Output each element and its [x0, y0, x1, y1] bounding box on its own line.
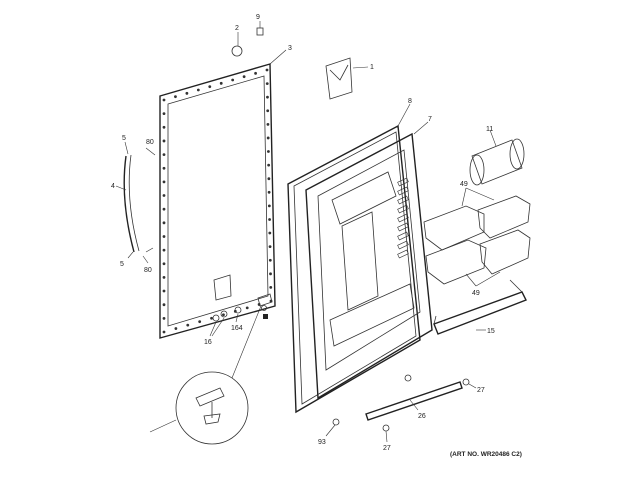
screw-dot [268, 218, 271, 221]
screw-dot [198, 320, 202, 324]
screw-dot [162, 262, 166, 266]
screw-dot [174, 327, 178, 330]
callout-80-top: 80 [146, 139, 154, 146]
liner-rib [397, 231, 409, 241]
screw-dot [266, 122, 270, 126]
part-16-hinge-parts [209, 293, 273, 379]
callout-49-top: 49 [460, 181, 468, 188]
liner-rib [397, 186, 409, 196]
part-11-container [469, 129, 525, 186]
screw-dot [254, 71, 257, 75]
screw-dot [162, 248, 166, 252]
screw-dot [162, 276, 166, 279]
callout-49-bottom: 49 [472, 290, 480, 297]
screw-dot [162, 194, 166, 197]
screw-dot [269, 286, 273, 289]
callout-15: 15 [487, 328, 495, 335]
screw-dot [162, 289, 166, 293]
part-1-manual [325, 57, 369, 100]
part-4-handle [115, 141, 156, 264]
liner-rib [397, 249, 409, 259]
liner-rib [397, 240, 409, 250]
hinge-detail-circle [149, 371, 249, 445]
screw-dot [162, 221, 166, 225]
screw-dot [162, 207, 166, 211]
screw-dot [222, 313, 225, 317]
part-7-door-liner [305, 121, 433, 400]
screw-dot [265, 68, 269, 72]
screw-dot [266, 95, 269, 99]
callout-164: 164 [231, 325, 243, 332]
part-8-gasket [287, 103, 421, 414]
screw-dot [162, 166, 166, 170]
screw-dot [162, 235, 166, 238]
screw-dot [162, 180, 166, 184]
liner-rib [397, 195, 409, 205]
callout-4: 4 [111, 183, 115, 190]
part-15-shelf-bar [433, 279, 527, 335]
callout-11: 11 [486, 126, 493, 133]
screw-dot [162, 303, 166, 307]
part-9-screw [256, 21, 264, 36]
screw-dot [162, 139, 166, 143]
screw-dot [266, 136, 270, 140]
part-26-rail [325, 374, 477, 443]
callout-16: 16 [204, 339, 212, 346]
screw-dot [268, 245, 272, 249]
screw-dot [267, 204, 271, 208]
screw-dot [268, 258, 272, 262]
screw-dot [162, 98, 166, 102]
callout-5-bottom: 5 [120, 261, 124, 268]
callout-1: 1 [370, 64, 374, 71]
liner-rib [397, 177, 409, 187]
liner-rib [397, 222, 409, 232]
callout-7: 7 [428, 116, 432, 123]
callout-26: 26 [418, 413, 426, 420]
screw-dot [162, 125, 166, 129]
screw-dot [267, 163, 271, 167]
screw-dot [242, 75, 246, 79]
callout-93: 93 [318, 439, 326, 446]
liner-rib [397, 204, 409, 214]
screw-dot [162, 330, 166, 334]
screw-dot [266, 109, 270, 113]
callout-27-bottom: 27 [383, 445, 391, 452]
screw-dot [210, 316, 213, 320]
callout-5-top: 5 [122, 135, 126, 142]
callout-27-right: 27 [477, 387, 485, 394]
callout-3: 3 [288, 45, 292, 52]
callout-9: 9 [256, 14, 260, 21]
callout-2: 2 [235, 25, 239, 32]
liner-rib [397, 213, 409, 223]
screw-dot [267, 190, 271, 194]
screw-dot [186, 323, 190, 327]
part-3-door-panel [159, 49, 287, 339]
callout-80-bottom: 80 [144, 267, 152, 274]
part-2-bracket [231, 32, 243, 57]
screw-dot [162, 112, 166, 116]
screw-dot [231, 78, 235, 82]
screw-dot [185, 91, 189, 95]
screw-dot [219, 81, 223, 85]
screw-dot [162, 316, 166, 320]
screw-dot [265, 82, 269, 85]
screw-dot [267, 177, 271, 181]
part-49-door-bins [423, 187, 531, 287]
screw-dot [267, 150, 270, 153]
screw-dot [245, 306, 249, 310]
art-number: (ART NO. WR20486 C2) [450, 451, 522, 458]
callout-8: 8 [408, 98, 412, 105]
screw-dot [162, 153, 166, 156]
screw-dot [208, 85, 212, 89]
screw-dot [268, 231, 272, 235]
screw-dot [196, 88, 200, 92]
screw-dot [174, 95, 177, 99]
screw-dot [269, 272, 272, 276]
